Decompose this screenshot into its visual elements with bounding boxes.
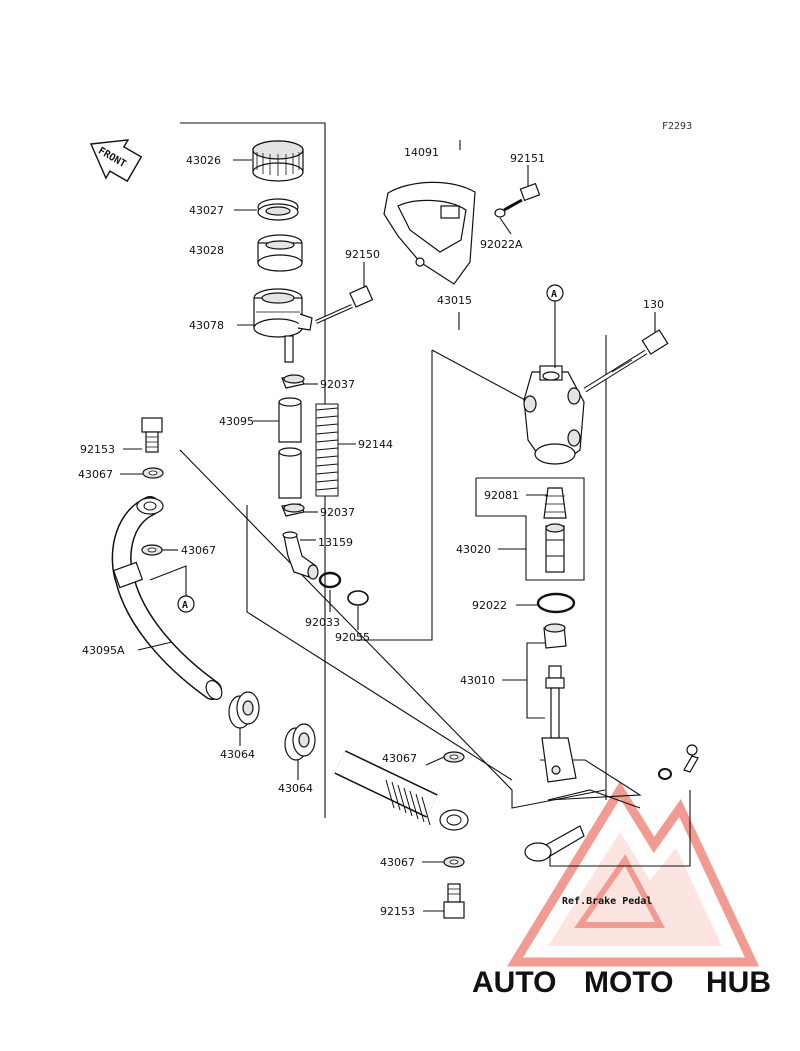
guard-14091-part [383, 181, 476, 285]
reservoir-cap-part [252, 140, 304, 182]
cotter-pin-part [683, 744, 699, 773]
callout-92081: 92081 [484, 489, 519, 502]
reservoir-tank-part [253, 288, 313, 363]
hose-43095-part [278, 397, 302, 499]
piston-43020-part [545, 523, 565, 573]
callout-92144: 92144 [358, 438, 393, 451]
callout-43015: 43015 [437, 294, 472, 307]
callout-92153-top: 92153 [80, 443, 115, 456]
watermark-hub: HUB [706, 966, 771, 999]
callout-43064-b: 43064 [278, 782, 313, 795]
grommet-43064-a-part [228, 691, 260, 729]
callout-43027: 43027 [189, 204, 224, 217]
callout-92150: 92150 [345, 248, 380, 261]
callout-92151: 92151 [510, 152, 545, 165]
clevis-pin-part [524, 825, 585, 862]
piston-kit-frame [475, 477, 585, 581]
marker-a-label: A [551, 289, 557, 300]
callout-92022: 92022 [472, 599, 507, 612]
push-rod-43010-part [541, 623, 577, 783]
callout-43067-b: 43067 [181, 544, 216, 557]
washer-43067-b-part [141, 544, 163, 556]
clamp-92037-top-part [281, 374, 305, 389]
watermark-auto: AUTO [472, 966, 556, 999]
washer-43067-d-part [443, 856, 465, 868]
callout-labels: 43026 43027 43028 43078 14091 92151 9202… [78, 146, 664, 918]
cup-92081-part [543, 487, 567, 519]
master-cylinder-body-part [523, 365, 585, 465]
callout-43064-a: 43064 [220, 748, 255, 761]
callout-92033: 92033 [305, 616, 340, 629]
callout-43078: 43078 [189, 319, 224, 332]
watermark-logo [506, 781, 760, 967]
callout-13159: 13159 [318, 536, 353, 549]
callout-92153-bottom: 92153 [380, 905, 415, 918]
bolt-130-part [583, 329, 669, 393]
washer-43067-a-part [142, 467, 164, 479]
marker-a-top: A [546, 284, 564, 368]
callout-43020: 43020 [456, 543, 491, 556]
watermark-text: AUTO MOTO HUB [472, 966, 771, 999]
callout-92037-bottom: 92037 [320, 506, 355, 519]
washer-43067-c-part [443, 751, 465, 763]
callout-43067-d: 43067 [380, 856, 415, 869]
diaphragm-part [257, 234, 303, 272]
callout-92055: 92055 [335, 631, 370, 644]
callout-43067-a: 43067 [78, 468, 113, 481]
bolt-92151-part [494, 182, 541, 218]
brake-hose-43095a-part [111, 496, 223, 700]
diaphragm-plate-part [257, 198, 299, 221]
figure-code: F2293 [662, 121, 692, 132]
callout-43026: 43026 [186, 154, 221, 167]
elbow-13159-part [282, 531, 319, 580]
bolt-92150-part [315, 285, 374, 324]
callout-130: 130 [643, 298, 664, 311]
callout-43095: 43095 [219, 415, 254, 428]
circlip-92033-part [318, 571, 342, 589]
washer-pin-part [658, 768, 672, 780]
brake-hose-lower-part [334, 750, 469, 831]
ref-brake-pedal-note: Ref.Brake Pedal [562, 896, 652, 907]
grommet-43064-b-part [284, 723, 316, 761]
callout-92037-top: 92037 [320, 378, 355, 391]
callout-14091: 14091 [404, 146, 439, 159]
marker-a-hose-label: A [182, 600, 188, 611]
callout-43028: 43028 [189, 244, 224, 257]
front-arrow-icon: FRONT [89, 139, 143, 183]
callout-92022a: 92022A [480, 238, 523, 251]
leader-lines [120, 159, 656, 912]
o-ring-92055-part [347, 590, 369, 606]
banjo-bolt-92153-top-part [141, 417, 163, 453]
marker-a-hose: A [149, 565, 195, 613]
callout-43067-c: 43067 [382, 752, 417, 765]
circlip-92022-part [536, 592, 576, 614]
watermark-moto: MOTO [584, 966, 673, 999]
banjo-bolt-92153-bottom-part [443, 883, 465, 919]
spring-92144-part [315, 403, 339, 497]
callout-43095a: 43095A [82, 644, 125, 657]
clamp-92037-bottom-part [281, 503, 305, 517]
callout-43010: 43010 [460, 674, 495, 687]
